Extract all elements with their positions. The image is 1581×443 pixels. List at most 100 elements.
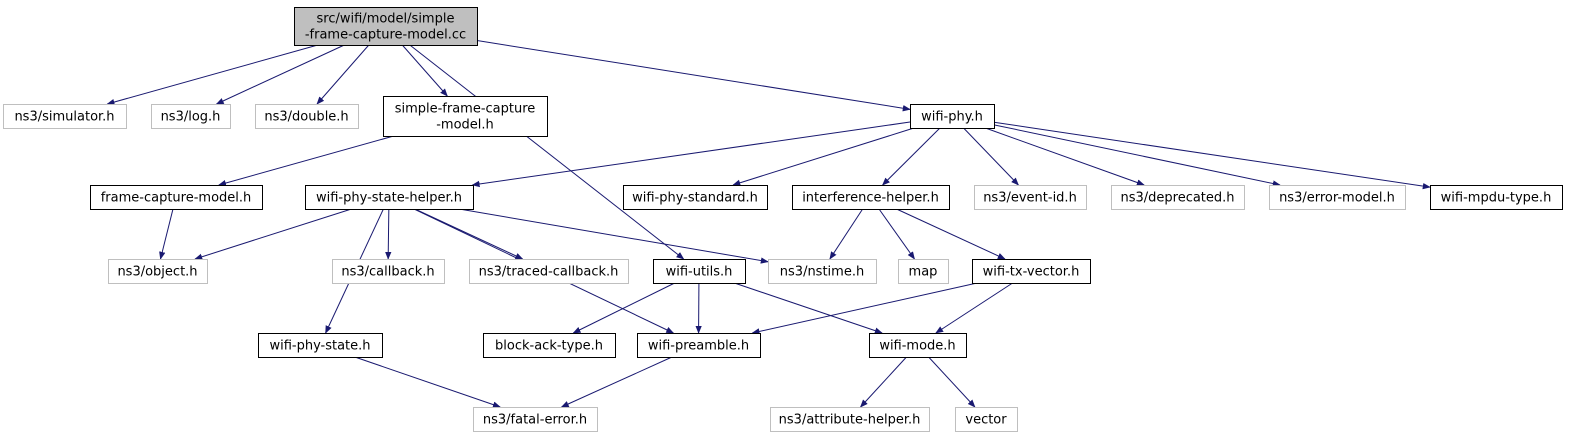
node-label: wifi-phy-state-helper.h	[316, 191, 462, 206]
node-box	[258, 333, 383, 358]
node-wifi_utils[interactable]: wifi-utils.h	[653, 259, 746, 284]
node-label: interference-helper.h	[802, 191, 939, 206]
edge-root-to-wifi_utils	[409, 44, 685, 260]
node-box	[255, 104, 359, 129]
node-label: vector	[965, 413, 1007, 428]
node-label: ns3/object.h	[117, 265, 197, 280]
node-label: map	[909, 265, 938, 280]
edge-root-to-double	[316, 44, 370, 105]
node-box	[869, 333, 967, 358]
node-preamble[interactable]: wifi-preamble.h	[637, 333, 761, 358]
edge-sfcm_h-to-fcm_h	[218, 135, 394, 187]
node-interf[interactable]: interference-helper.h	[792, 185, 950, 210]
node-label: -frame-capture-model.cc	[305, 28, 466, 43]
node-box	[637, 333, 761, 358]
node-nstime: ns3/nstime.h	[768, 259, 877, 284]
node-box	[294, 7, 478, 46]
edge-interf-to-txvector	[896, 208, 1006, 260]
node-box	[955, 407, 1018, 432]
edge-fcm_h-to-object	[159, 208, 174, 260]
node-label: wifi-phy-state.h	[269, 339, 370, 354]
node-fcm_h[interactable]: frame-capture-model.h	[90, 185, 263, 210]
node-box	[974, 185, 1087, 210]
node-label: block-ack-type.h	[495, 339, 603, 354]
edge-interf-to-nstime	[829, 208, 864, 260]
node-mode[interactable]: wifi-mode.h	[869, 333, 967, 358]
node-label: ns3/callback.h	[341, 265, 434, 280]
edge-wifi_phy-to-interf	[882, 127, 941, 186]
node-wps_std[interactable]: wifi-phy-standard.h	[623, 185, 768, 210]
nodes-layer: src/wifi/model/simple-frame-capture-mode…	[3, 7, 1563, 432]
edge-mode-to-vector	[928, 356, 976, 408]
node-map: map	[898, 259, 949, 284]
node-box	[770, 407, 930, 432]
node-txvector[interactable]: wifi-tx-vector.h	[972, 259, 1091, 284]
edge-root-to-wifi_phy	[476, 40, 911, 112]
node-phy_state[interactable]: wifi-phy-state.h	[258, 333, 383, 358]
node-label: ns3/fatal-error.h	[483, 413, 587, 428]
node-label: wifi-preamble.h	[648, 339, 749, 354]
edge-wifi_utils-to-mode	[734, 282, 883, 334]
node-box	[1430, 185, 1563, 210]
node-label: ns3/event-id.h	[983, 191, 1077, 206]
node-callback: ns3/callback.h	[332, 259, 445, 284]
node-sfcm_h[interactable]: simple-frame-capture-model.h	[383, 96, 548, 137]
edge-phy_state-to-fatal	[354, 356, 501, 408]
node-label: ns3/deprecated.h	[1120, 191, 1234, 206]
node-simulator: ns3/simulator.h	[3, 104, 127, 129]
node-label: ns3/log.h	[161, 110, 221, 125]
node-block_ack[interactable]: block-ack-type.h	[483, 333, 616, 358]
edge-wifi_phy-to-mpdu_type	[993, 121, 1431, 190]
node-attr_helper: ns3/attribute-helper.h	[770, 407, 930, 432]
node-box	[332, 259, 445, 284]
node-box	[972, 259, 1091, 284]
node-label: ns3/double.h	[264, 110, 348, 125]
edge-preamble-to-fatal	[560, 356, 673, 408]
node-label: ns3/error-model.h	[1279, 191, 1395, 206]
node-box	[108, 259, 208, 284]
node-box	[910, 104, 995, 129]
edge-root-to-sfcm_h	[401, 44, 448, 97]
node-wpsh[interactable]: wifi-phy-state-helper.h	[305, 185, 474, 210]
node-box	[792, 185, 950, 210]
node-event_id: ns3/event-id.h	[974, 185, 1087, 210]
node-box	[383, 96, 548, 137]
edge-wifi_phy-to-wpsh	[471, 121, 911, 188]
node-box	[898, 259, 949, 284]
node-deprecated: ns3/deprecated.h	[1111, 185, 1245, 210]
node-box	[1269, 185, 1406, 210]
node-box	[768, 259, 877, 284]
edge-root-to-log	[215, 44, 345, 105]
edge-root-to-simulator	[106, 44, 318, 106]
edge-mode-to-attr_helper	[859, 356, 907, 408]
node-label: wifi-utils.h	[666, 265, 733, 280]
node-vector: vector	[955, 407, 1018, 432]
node-error_model: ns3/error-model.h	[1269, 185, 1406, 210]
node-label: ns3/nstime.h	[780, 265, 864, 280]
edge-wpsh-to-object	[194, 208, 352, 260]
node-label: ns3/simulator.h	[14, 110, 114, 125]
node-log: ns3/log.h	[151, 104, 231, 129]
node-object: ns3/object.h	[108, 259, 208, 284]
node-mpdu_type[interactable]: wifi-mpdu-type.h	[1430, 185, 1563, 210]
node-label: -model.h	[436, 118, 494, 133]
edge-wpsh-to-traced_cb	[414, 208, 524, 260]
edge-wpsh-to-callback	[385, 208, 392, 260]
node-box	[305, 185, 474, 210]
node-box	[469, 259, 629, 284]
edge-interf-to-map	[878, 208, 915, 260]
edge-wifi_phy-to-wps_std	[732, 127, 915, 186]
node-wifi_phy[interactable]: wifi-phy.h	[910, 104, 995, 129]
node-root[interactable]: src/wifi/model/simple-frame-capture-mode…	[294, 7, 478, 46]
node-label: ns3/attribute-helper.h	[779, 413, 921, 428]
node-label: wifi-mode.h	[879, 339, 955, 354]
node-label: wifi-phy.h	[921, 110, 983, 125]
node-box	[653, 259, 746, 284]
edge-txvector-to-preamble	[751, 282, 978, 335]
node-box	[483, 333, 616, 358]
node-label: wifi-tx-vector.h	[983, 265, 1080, 280]
edge-wifi_phy-to-error_model	[993, 124, 1281, 187]
node-box	[3, 104, 127, 129]
edge-wifi_utils-to-block_ack	[572, 282, 675, 334]
